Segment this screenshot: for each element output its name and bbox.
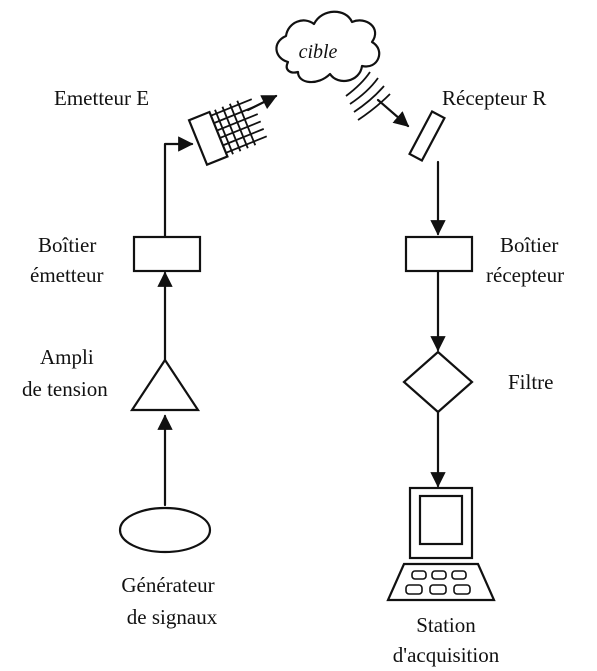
emitter-label: Emetteur E	[54, 86, 149, 110]
amplifier-label-1: Ampli	[40, 345, 94, 369]
amplifier-label-2: de tension	[22, 377, 108, 401]
generator-label-1: Générateur	[121, 573, 214, 597]
box-to-emitter-arrow	[163, 136, 194, 239]
emitter-box-label-1: Boîtier	[38, 233, 96, 257]
emitter-box	[132, 235, 202, 273]
acquisition-station-computer-icon	[386, 486, 496, 602]
station-label-1: Station	[416, 613, 476, 637]
emitter-transducer	[187, 98, 268, 167]
target-label: cible	[299, 41, 338, 63]
receiver-waves-icon	[345, 71, 391, 121]
station-label-2: d'acquisition	[393, 643, 500, 667]
received-wave-arrow	[376, 98, 410, 128]
receiver-label: Récepteur R	[442, 86, 546, 110]
generator-label-2: de signaux	[127, 605, 218, 629]
filter-diamond	[402, 350, 474, 414]
target-cloud: cible	[275, 10, 381, 84]
filter-label: Filtre	[508, 370, 554, 394]
receiver-box-label-1: Boîtier	[500, 233, 558, 257]
voltage-amplifier-triangle	[129, 358, 201, 412]
receiver-box-label-2: récepteur	[486, 263, 564, 287]
signal-generator-ellipse	[118, 506, 212, 554]
receiver-box	[404, 235, 474, 273]
emitter-box-label-2: émetteur	[30, 263, 103, 287]
receiver-transducer	[408, 110, 446, 162]
emitter-wave-arrow	[246, 94, 278, 112]
